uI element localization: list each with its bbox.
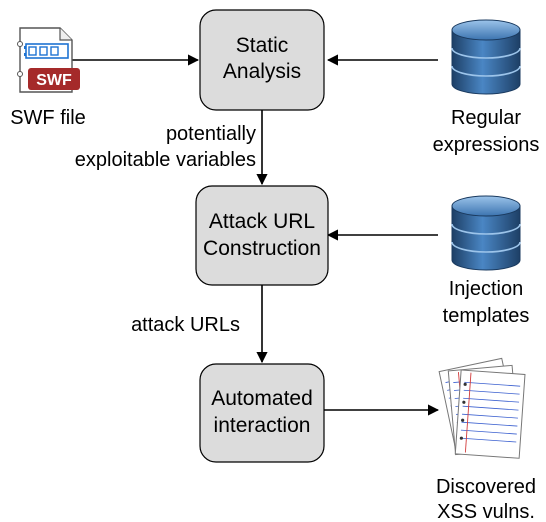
regex-label-line2: expressions	[433, 134, 540, 156]
swf-file-icon: SWF	[17, 27, 80, 93]
node-automated-line2: interaction	[214, 414, 311, 437]
regex-database-icon	[451, 19, 521, 95]
node-automated-interaction: Automated interaction	[199, 363, 325, 463]
node-static-analysis: Static Analysis	[199, 9, 325, 111]
templates-label-line1: Injection	[449, 278, 524, 300]
node-static-analysis-line2: Analysis	[223, 60, 301, 83]
templates-database-icon	[451, 195, 521, 271]
swf-file-label: SWF file	[10, 107, 86, 129]
node-attack-url-construction: Attack URL Construction	[195, 185, 329, 286]
regex-label-line1: Regular	[451, 107, 521, 129]
node-static-analysis-line1: Static	[236, 34, 289, 57]
documents-icon	[438, 357, 526, 459]
vulns-label-line1: Discovered	[436, 476, 536, 498]
edge-label-attack-urls: attack URLs	[131, 314, 240, 336]
swf-badge-text: SWF	[36, 72, 72, 89]
edge-label-exploitable-variables: exploitable variables	[75, 149, 256, 171]
templates-label-line2: templates	[443, 305, 530, 327]
node-attack-url-line1: Attack URL	[209, 210, 315, 233]
edge-label-potentially: potentially	[166, 123, 256, 145]
node-attack-url-line2: Construction	[203, 237, 321, 260]
vulns-label-line2: XSS vulns.	[437, 501, 535, 522]
node-automated-line1: Automated	[211, 387, 313, 410]
